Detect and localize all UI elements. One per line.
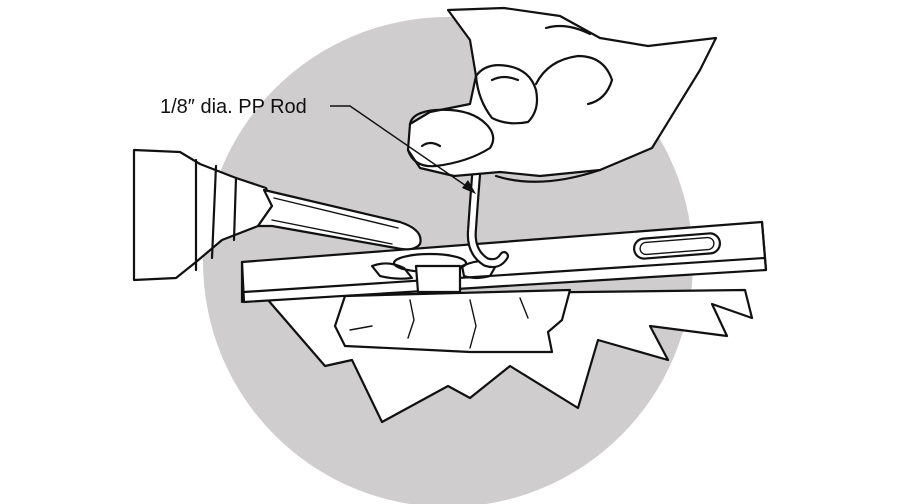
strip-slot — [633, 232, 721, 260]
weld-bead — [370, 259, 500, 280]
rod-callout-label: 1/8″ dia. PP Rod — [160, 96, 307, 118]
melted-plug — [414, 264, 462, 294]
tape-patch — [333, 288, 572, 354]
callout-leader — [330, 105, 473, 191]
hand — [406, 6, 718, 183]
strip-edge — [240, 220, 768, 304]
hot-air-gun — [132, 148, 422, 282]
tape-crease — [349, 297, 529, 349]
callout-arrowhead — [462, 180, 476, 194]
strip-slot-inner — [639, 236, 715, 256]
